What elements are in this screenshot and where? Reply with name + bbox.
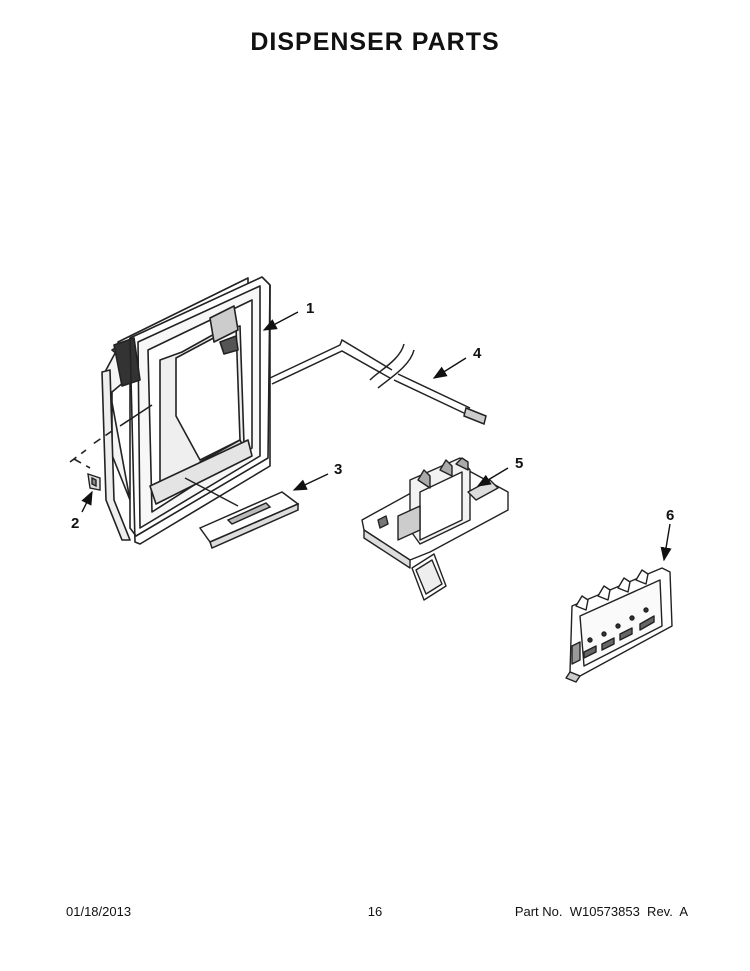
callout-2: 2 xyxy=(71,515,79,532)
leader-4 xyxy=(432,357,467,379)
footer-date: 01/18/2013 xyxy=(66,904,132,919)
callout-5: 5 xyxy=(515,455,523,472)
part-5-actuator-assembly xyxy=(361,457,509,601)
part-2-guide-line xyxy=(69,404,153,469)
callout-6: 6 xyxy=(666,507,674,524)
callout-3: 3 xyxy=(334,461,342,478)
part-1-dispenser-housing xyxy=(101,276,271,545)
footer-part-number: Part No. W10573853 Rev. A xyxy=(514,904,688,919)
part-4-water-tube xyxy=(269,338,487,426)
part-3-grille xyxy=(184,477,300,550)
leader-6 xyxy=(660,523,672,562)
part-2-screw xyxy=(87,472,101,491)
callout-4: 4 xyxy=(473,345,482,362)
leader-arrows xyxy=(81,311,672,562)
footer-page-number: 16 xyxy=(367,904,383,919)
leader-5 xyxy=(476,467,509,487)
part-6-control-panel xyxy=(565,567,673,683)
leader-1 xyxy=(262,311,299,331)
callout-1: 1 xyxy=(306,300,314,317)
page-title: DISPENSER PARTS xyxy=(250,28,500,56)
leader-3 xyxy=(292,473,329,491)
leader-2 xyxy=(81,490,93,513)
